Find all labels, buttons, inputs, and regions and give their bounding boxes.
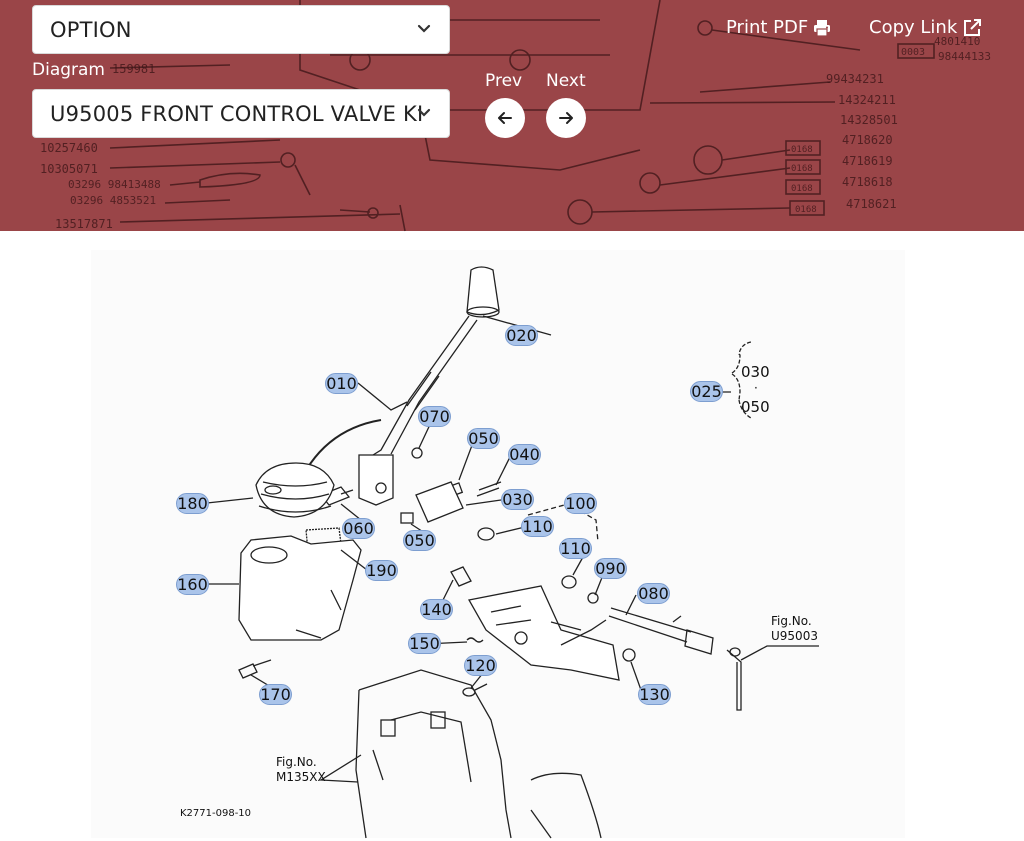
fig-ref-m135xx-number: M135XX	[276, 770, 326, 784]
svg-text:0003: 0003	[901, 47, 925, 58]
callout-170[interactable]: 170	[259, 684, 292, 705]
diagram-select-value: U95005 FRONT CONTROL VALVE KI	[50, 101, 424, 126]
option-select-value: OPTION	[50, 17, 132, 42]
svg-text:0168: 0168	[791, 145, 813, 155]
parts-diagram-panel: 020 010 070 050 040 030 100 110 180 060 …	[91, 250, 905, 839]
diagram-label: Diagram	[32, 60, 105, 80]
set-separator-dot: ·	[754, 381, 758, 395]
drawing-code: K2771-098-10	[180, 808, 252, 819]
svg-text:0168: 0168	[791, 184, 813, 194]
option-select[interactable]: OPTION	[32, 5, 450, 54]
prev-button[interactable]	[485, 98, 525, 138]
callout-130[interactable]: 130	[638, 684, 671, 705]
next-button[interactable]	[546, 98, 586, 138]
external-link-icon	[964, 18, 982, 36]
header-banner: 159981 10257460 10305071 03296 98413488 …	[0, 0, 1024, 232]
callout-050[interactable]: 050	[467, 428, 500, 449]
print-pdf-link[interactable]: Print PDF	[726, 17, 831, 38]
svg-text:14328501: 14328501	[840, 113, 898, 127]
callout-190[interactable]: 190	[365, 560, 398, 581]
set-value-050: 050	[741, 398, 770, 416]
callout-150[interactable]: 150	[408, 633, 441, 654]
copy-link[interactable]: Copy Link	[869, 17, 982, 38]
chevron-down-icon	[417, 24, 431, 33]
svg-text:10257460: 10257460	[40, 141, 98, 155]
prev-label: Prev	[485, 71, 523, 91]
callout-050b[interactable]: 050	[403, 530, 436, 551]
svg-text:98444133: 98444133	[938, 50, 991, 63]
svg-text:14324211: 14324211	[838, 93, 896, 107]
callout-070[interactable]: 070	[418, 406, 451, 427]
callout-160[interactable]: 160	[176, 574, 209, 595]
callout-100[interactable]: 100	[564, 493, 597, 514]
callout-120[interactable]: 120	[464, 655, 497, 676]
fig-ref-m135xx-label: Fig.No.	[276, 755, 317, 769]
callout-080[interactable]: 080	[637, 583, 670, 604]
callout-110[interactable]: 110	[521, 516, 554, 537]
callout-090[interactable]: 090	[594, 558, 627, 579]
callout-180[interactable]: 180	[176, 493, 209, 514]
callout-010[interactable]: 010	[325, 373, 358, 394]
print-pdf-label: Print PDF	[726, 17, 809, 38]
callout-030[interactable]: 030	[501, 489, 534, 510]
svg-text:4801410: 4801410	[934, 35, 980, 48]
next-label: Next	[546, 71, 586, 91]
svg-text:03296 98413488: 03296 98413488	[68, 178, 161, 191]
callout-025[interactable]: 025	[690, 381, 723, 402]
svg-text:13517871: 13517871	[55, 217, 113, 231]
arrow-left-icon	[498, 112, 512, 124]
printer-icon	[814, 19, 831, 37]
svg-text:03296 4853521: 03296 4853521	[70, 194, 156, 207]
diagram-select[interactable]: U95005 FRONT CONTROL VALVE KI	[32, 89, 450, 138]
svg-text:4718621: 4718621	[846, 197, 897, 211]
svg-text:4718620: 4718620	[842, 133, 893, 147]
arrow-right-icon	[559, 112, 573, 124]
svg-text:4718619: 4718619	[842, 154, 893, 168]
fig-ref-u95003[interactable]: Fig.No. U95003	[771, 614, 818, 644]
callout-060[interactable]: 060	[342, 518, 375, 539]
header-background-drawing: 159981 10257460 10305071 03296 98413488 …	[40, 0, 991, 232]
svg-text:10305071: 10305071	[40, 162, 98, 176]
copy-link-label: Copy Link	[869, 17, 958, 38]
chevron-down-icon	[417, 108, 431, 117]
svg-text:159981: 159981	[112, 62, 155, 76]
svg-text:4718618: 4718618	[842, 175, 893, 189]
svg-text:0168: 0168	[795, 205, 817, 215]
callout-110b[interactable]: 110	[559, 538, 592, 559]
parts-diagram-drawing	[193, 266, 819, 839]
svg-text:99434231: 99434231	[826, 72, 884, 86]
callout-140[interactable]: 140	[420, 599, 453, 620]
callout-020[interactable]: 020	[505, 325, 538, 346]
set-value-030: 030	[741, 363, 770, 381]
fig-ref-u95003-number: U95003	[771, 629, 818, 643]
fig-ref-m135xx[interactable]: Fig.No. M135XX	[276, 755, 326, 785]
svg-text:0168: 0168	[791, 164, 813, 174]
callout-040[interactable]: 040	[508, 444, 541, 465]
fig-ref-u95003-label: Fig.No.	[771, 614, 812, 628]
